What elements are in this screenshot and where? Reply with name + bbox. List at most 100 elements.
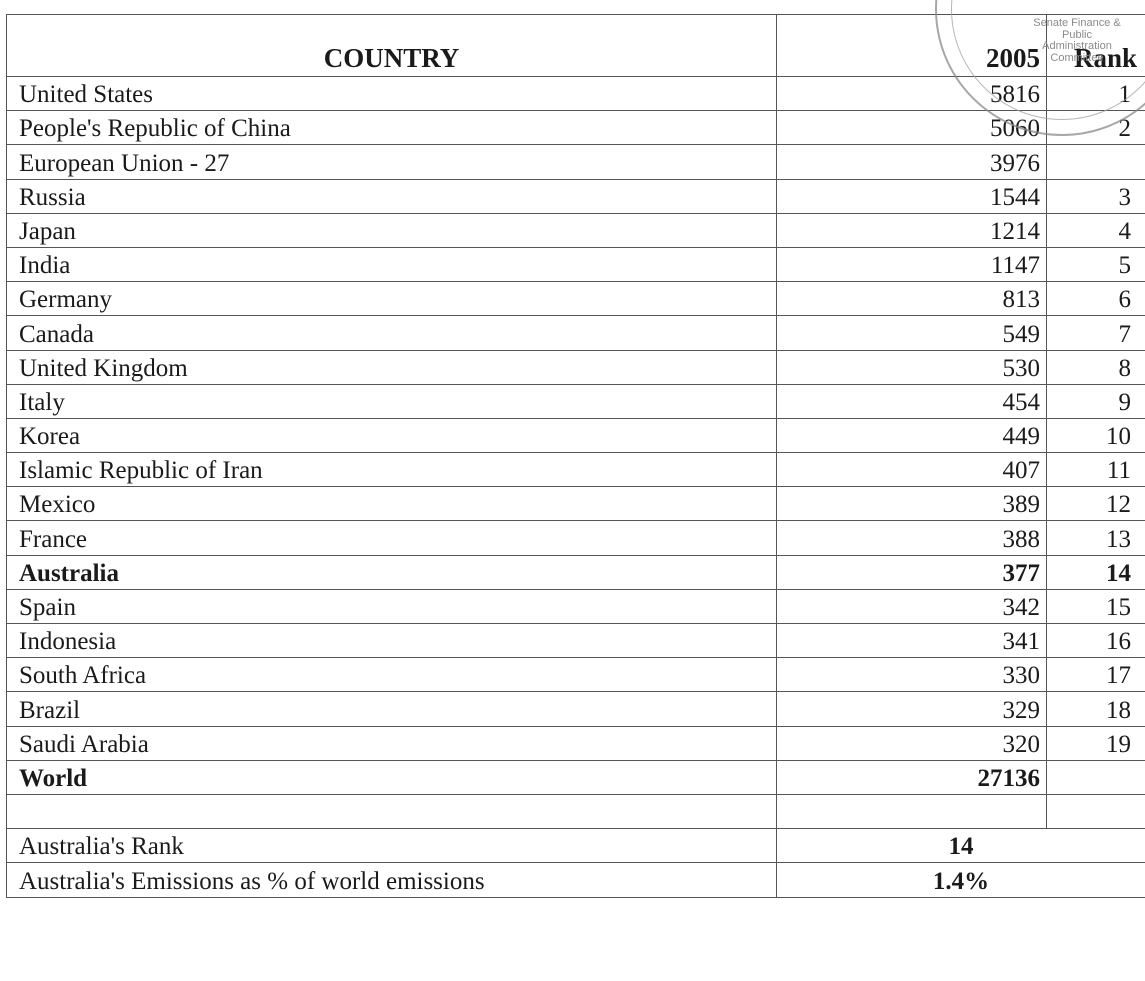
country-cell: Japan	[6, 212, 777, 248]
emissions-value-cell: 1544	[776, 178, 1047, 214]
rank-cell: 12	[1046, 486, 1145, 522]
header-rank: Rank	[1046, 14, 1145, 77]
emissions-value-cell: 5816	[776, 75, 1047, 112]
rank-cell: 4	[1046, 212, 1145, 248]
emissions-value-cell: 454	[776, 383, 1047, 419]
rank-cell	[1046, 144, 1145, 180]
rank-cell: 17	[1046, 657, 1145, 693]
rank-cell: 1	[1046, 75, 1145, 112]
country-cell: Italy	[6, 383, 777, 419]
rank-cell: 16	[1046, 622, 1145, 659]
rank-cell: 14	[1046, 554, 1145, 590]
emissions-value-cell: 3976	[776, 144, 1047, 180]
emissions-value-cell: 389	[776, 486, 1047, 522]
summary-value: 1.4%	[776, 862, 1145, 898]
country-cell: World	[6, 759, 777, 795]
country-cell: Germany	[6, 281, 777, 317]
country-cell: India	[6, 246, 777, 283]
rank-cell: 11	[1046, 452, 1145, 488]
summary-label: Australia's Rank	[6, 828, 777, 864]
emissions-value-cell: 388	[776, 520, 1047, 556]
rank-cell: 2	[1046, 110, 1145, 146]
emissions-value-cell: 377	[776, 554, 1047, 590]
emissions-value-cell: 1147	[776, 246, 1047, 283]
rank-cell: 18	[1046, 691, 1145, 727]
country-cell: Canada	[6, 315, 777, 351]
emissions-value-cell: 320	[776, 725, 1047, 761]
emissions-value-cell: 1214	[776, 212, 1047, 248]
rank-cell: 10	[1046, 417, 1145, 454]
country-cell: United Kingdom	[6, 349, 777, 385]
emissions-value-cell: 407	[776, 452, 1047, 488]
empty-cell	[6, 793, 777, 830]
header-year: 2005	[776, 14, 1047, 77]
emissions-value-cell: 329	[776, 691, 1047, 727]
country-cell: Korea	[6, 417, 777, 454]
emissions-value-cell: 530	[776, 349, 1047, 385]
country-cell: Australia	[6, 554, 777, 590]
blank-row	[6, 793, 1145, 830]
emissions-value-cell: 813	[776, 281, 1047, 317]
country-cell: Islamic Republic of Iran	[6, 452, 777, 488]
header-country: COUNTRY	[6, 14, 777, 77]
rank-cell: 7	[1046, 315, 1145, 351]
rank-cell: 9	[1046, 383, 1145, 419]
empty-cell	[1046, 793, 1145, 830]
rank-cell: 19	[1046, 725, 1145, 761]
summary-row: Australia's Emissions as % of world emis…	[6, 862, 1145, 898]
rank-cell: 8	[1046, 349, 1145, 385]
rank-cell	[1046, 759, 1145, 795]
empty-cell	[776, 793, 1047, 830]
rank-cell: 13	[1046, 520, 1145, 556]
country-cell: South Africa	[6, 657, 777, 693]
emissions-value-cell: 5060	[776, 110, 1047, 146]
country-cell: Indonesia	[6, 622, 777, 659]
emissions-value-cell: 341	[776, 622, 1047, 659]
summary-value: 14	[776, 828, 1145, 864]
country-cell: Brazil	[6, 691, 777, 727]
emissions-value-cell: 27136	[776, 759, 1047, 795]
table-header-row: COUNTRY 2005 Rank	[6, 14, 1145, 77]
country-cell: People's Republic of China	[6, 110, 777, 146]
rank-cell: 6	[1046, 281, 1145, 317]
country-cell: European Union - 27	[6, 144, 777, 180]
emissions-value-cell: 549	[776, 315, 1047, 351]
emissions-value-cell: 449	[776, 417, 1047, 454]
country-cell: United States	[6, 75, 777, 112]
emissions-value-cell: 330	[776, 657, 1047, 693]
country-cell: Russia	[6, 178, 777, 214]
country-cell: France	[6, 520, 777, 556]
rank-cell: 3	[1046, 178, 1145, 214]
country-cell: Mexico	[6, 486, 777, 522]
country-cell: Saudi Arabia	[6, 725, 777, 761]
rank-cell: 5	[1046, 246, 1145, 283]
rank-cell: 15	[1046, 588, 1145, 625]
summary-label: Australia's Emissions as % of world emis…	[6, 862, 777, 898]
emissions-value-cell: 342	[776, 588, 1047, 625]
country-cell: Spain	[6, 588, 777, 625]
